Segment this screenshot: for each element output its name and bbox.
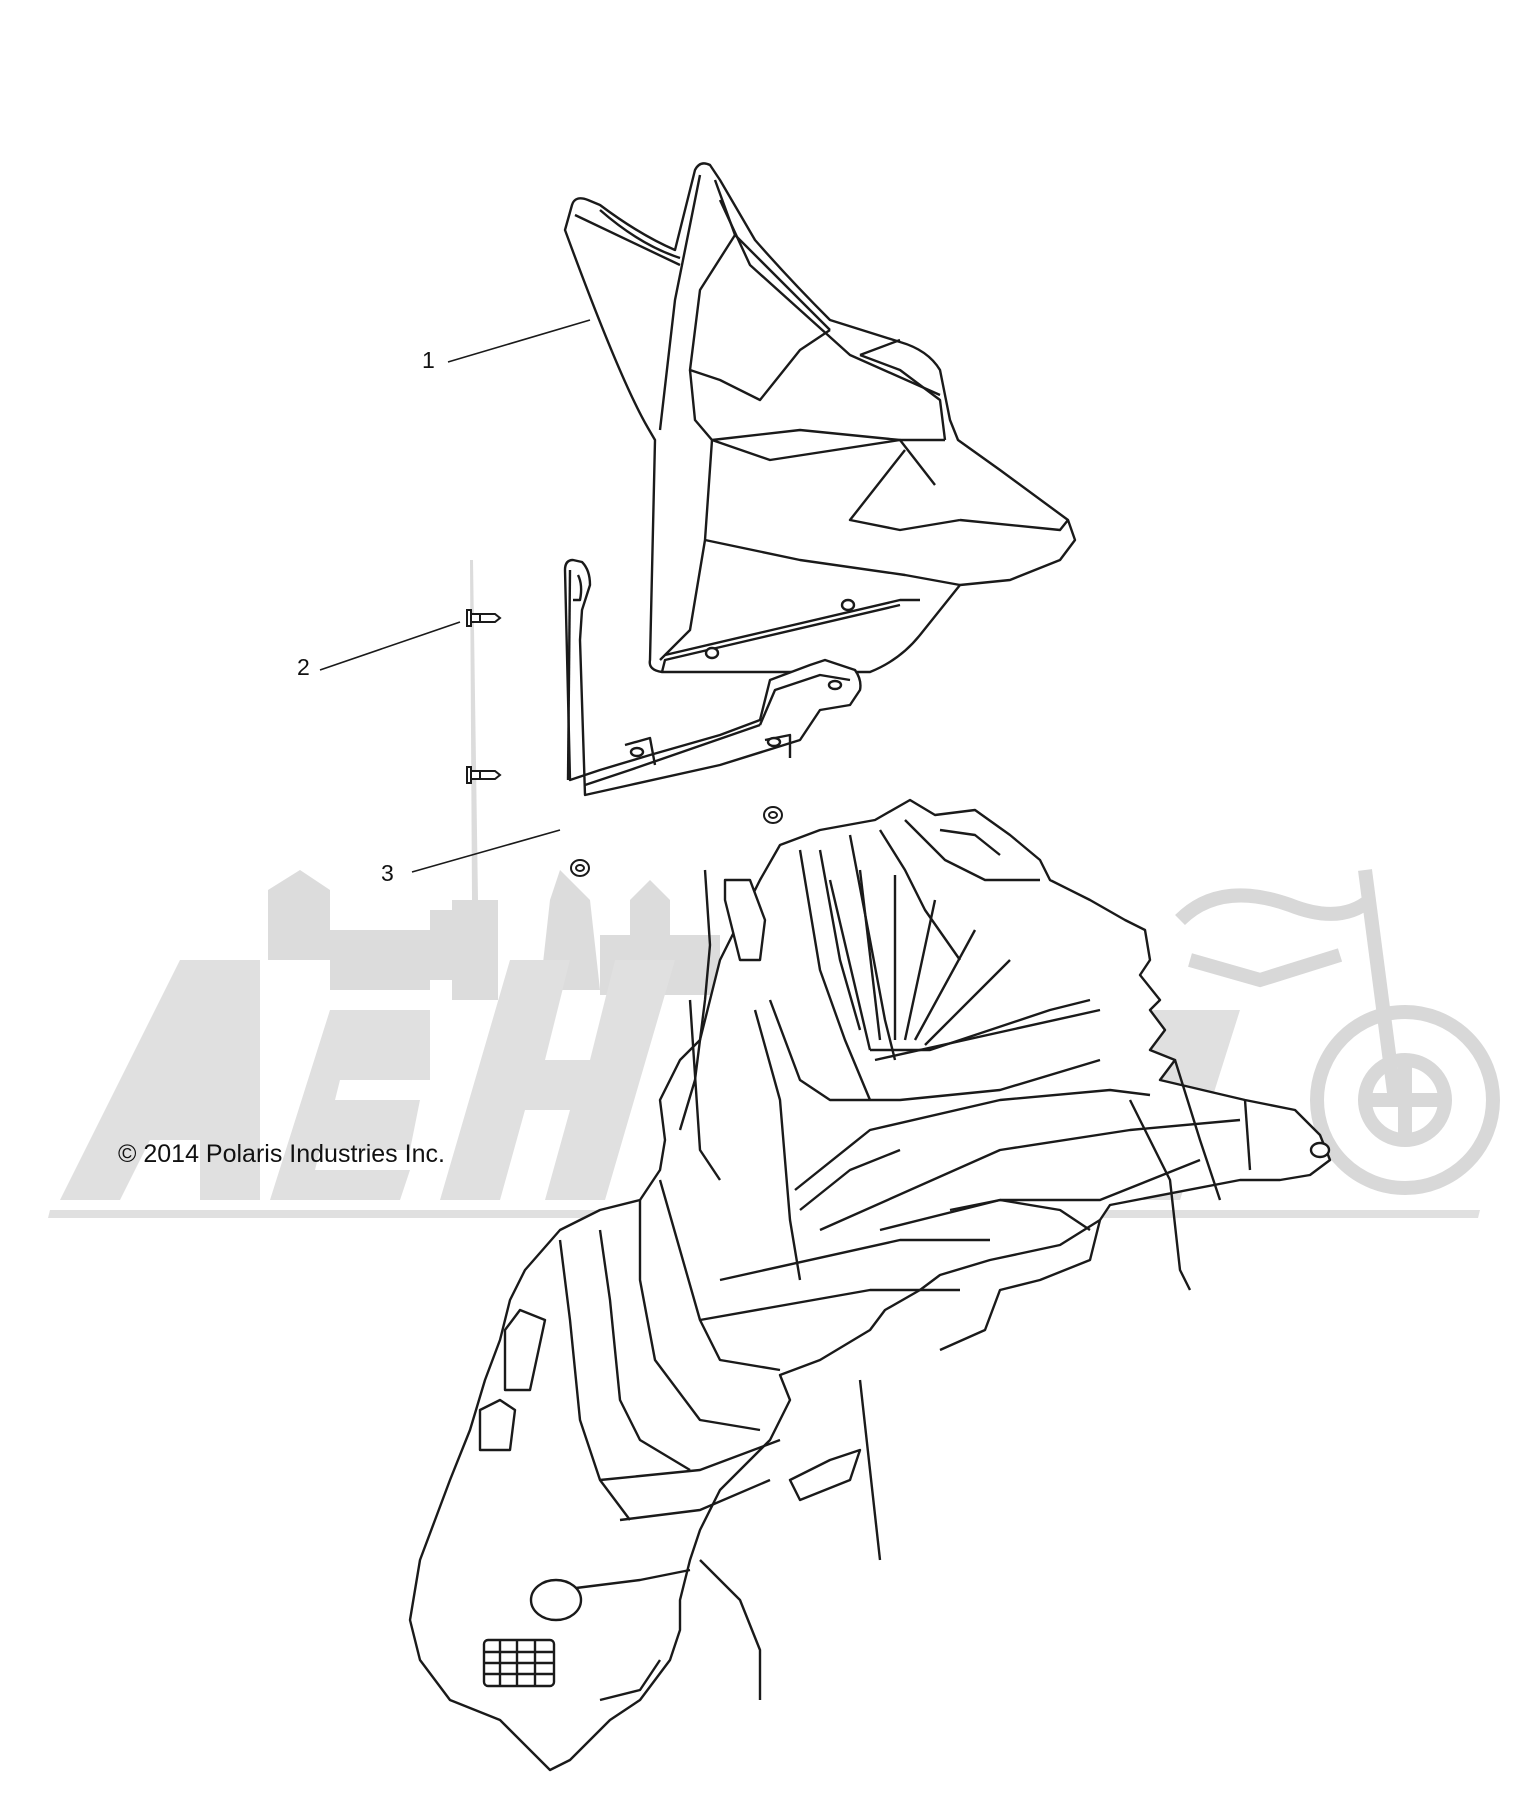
nut-left xyxy=(570,859,590,877)
leader-lines xyxy=(319,319,591,873)
bracket-part xyxy=(563,558,862,797)
watermark-motorcycle xyxy=(1175,869,1500,1195)
callout-1: 1 xyxy=(422,347,435,373)
leader-line-1 xyxy=(447,319,591,363)
push-rivet-lower xyxy=(466,766,502,784)
leader-line-3 xyxy=(411,829,561,873)
hood-assembly xyxy=(408,798,1332,1772)
windshield-part xyxy=(563,162,1077,674)
callout-2: 2 xyxy=(297,654,310,680)
nut-right xyxy=(763,806,783,824)
push-rivet-upper xyxy=(466,609,502,627)
copyright-text: © 2014 Polaris Industries Inc. xyxy=(118,1140,445,1168)
callout-3: 3 xyxy=(381,860,394,886)
leader-line-2 xyxy=(319,621,461,671)
